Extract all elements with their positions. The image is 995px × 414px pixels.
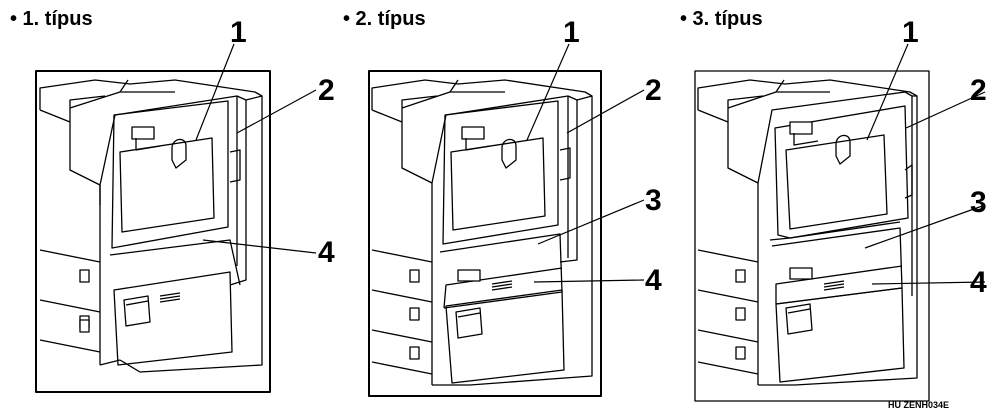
panel-3-callout-2: 2 [970, 74, 987, 107]
panel-2-callout-4: 4 [645, 264, 662, 297]
panel-2-callout-2: 2 [645, 74, 662, 107]
panel-3-callout-1: 1 [902, 16, 919, 49]
figure-code: HU ZENH034E [888, 400, 950, 410]
panel-2-illustration [368, 70, 602, 397]
panel-3-illustration [694, 70, 930, 402]
panel-1-illustration [35, 70, 271, 393]
panel-3-title: • 3. típus [680, 8, 763, 30]
panel-1-callout-2: 2 [318, 74, 335, 107]
panel-3-callout-3: 3 [970, 186, 987, 219]
panel-1-callout-1: 1 [230, 16, 247, 49]
panel-1-title: • 1. típus [10, 8, 93, 30]
panel-2-title: • 2. típus [343, 8, 426, 30]
panel-2-callout-3: 3 [645, 184, 662, 217]
panel-2-callout-1: 1 [563, 16, 580, 49]
panel-1-callout-4: 4 [318, 236, 335, 269]
panel-3-callout-4: 4 [970, 266, 987, 299]
leader-lines [195, 43, 986, 285]
